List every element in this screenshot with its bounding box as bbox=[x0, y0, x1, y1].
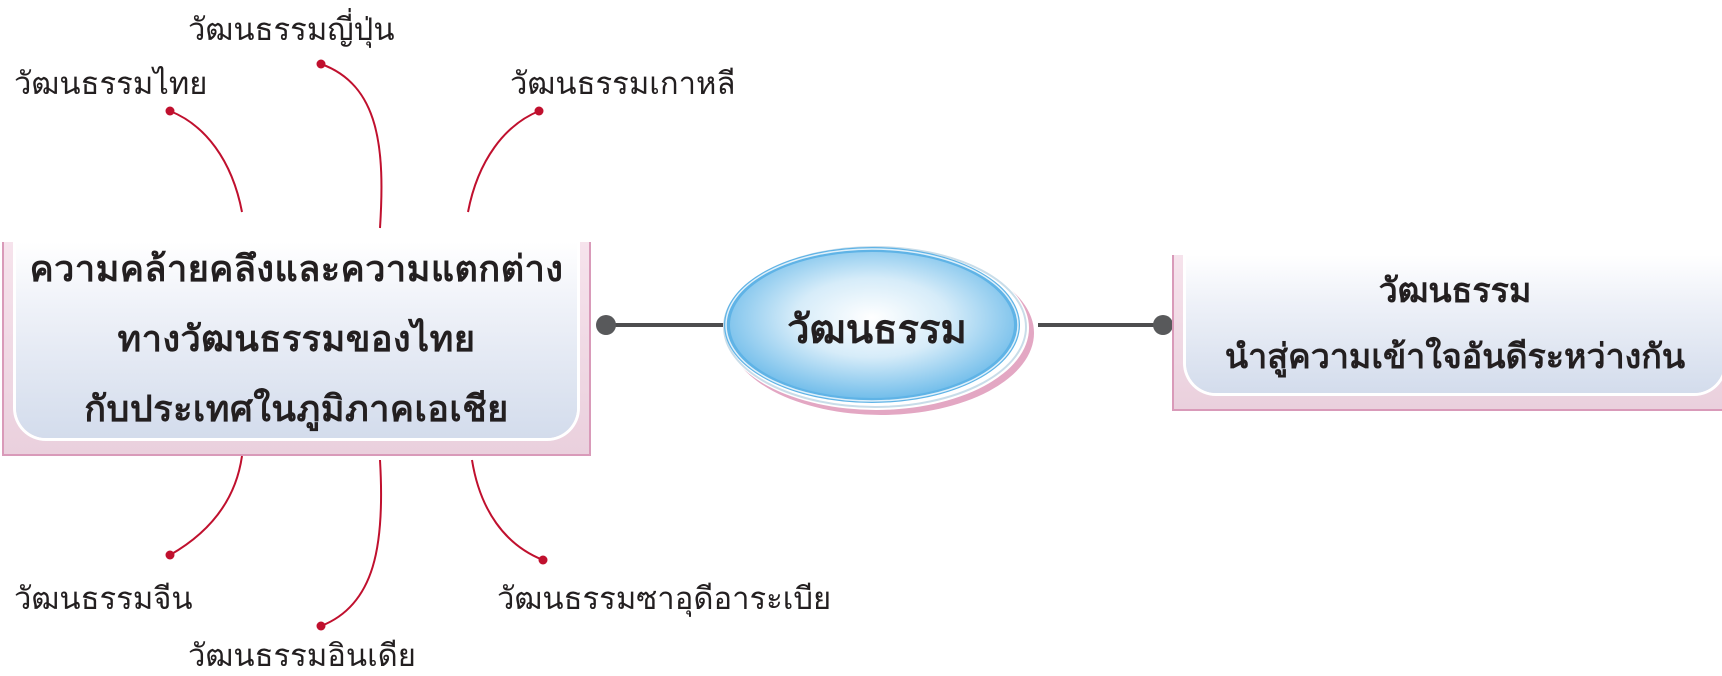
dot-saudi bbox=[538, 555, 548, 565]
dot-china bbox=[165, 550, 175, 560]
dot-thai bbox=[165, 106, 175, 116]
leaf-label-saudi: วัฒนธรรมซาอุดีอาระเบีย bbox=[497, 581, 832, 617]
right-topic-line-2: นำสู่ความเข้าใจอันดีระหว่างกัน bbox=[1224, 337, 1686, 377]
connector-korea bbox=[467, 110, 540, 213]
leaf-label-japan: วัฒนธรรมญี่ปุ่น bbox=[188, 12, 395, 48]
connector-saudi bbox=[471, 459, 544, 561]
left-topic-box-content: ความคล้ายคลึงและความแตกต่าง ทางวัฒนธรรมข… bbox=[16, 242, 577, 438]
right-topic-box: วัฒนธรรม นำสู่ความเข้าใจอันดีระหว่างกัน bbox=[1172, 255, 1722, 411]
dot-korea bbox=[534, 106, 544, 116]
right-topic-line-1: วัฒนธรรม bbox=[1378, 271, 1532, 311]
center-topic-label: วัฒนธรรม bbox=[722, 246, 1032, 412]
left-topic-line-1: ความคล้ายคลึงและความแตกต่าง bbox=[29, 249, 564, 290]
left-topic-line-3: กับประเทศในภูมิภาคเอเชีย bbox=[84, 389, 509, 430]
center-links bbox=[596, 315, 1173, 335]
leaf-label-korea: วัฒนธรรมเกาหลี bbox=[510, 66, 736, 102]
leaf-label-india: วัฒนธรรมอินเดีย bbox=[188, 638, 416, 674]
leaf-connector-dots bbox=[165, 59, 548, 631]
center-topic-text: วัฒนธรรม bbox=[787, 307, 967, 353]
left-topic-line-2: ทางวัฒนธรรมของไทย bbox=[117, 319, 476, 360]
leaf-label-china: วัฒนธรรมจีน bbox=[14, 581, 193, 617]
connector-japan bbox=[320, 63, 383, 229]
connector-thai bbox=[169, 110, 243, 213]
dot-india bbox=[316, 621, 326, 631]
leaf-label-thai: วัฒนธรรมไทย bbox=[14, 66, 208, 102]
leaf-connectors bbox=[169, 63, 544, 627]
center-ellipse-graphic bbox=[723, 246, 1034, 415]
link-dot-right bbox=[1153, 315, 1173, 335]
connector-china bbox=[169, 455, 243, 556]
link-dot-left bbox=[596, 315, 616, 335]
left-topic-box: ความคล้ายคลึงและความแตกต่าง ทางวัฒนธรรมข… bbox=[2, 242, 591, 456]
connector-india bbox=[320, 459, 383, 627]
right-topic-box-content: วัฒนธรรม นำสู่ความเข้าใจอันดีระหว่างกัน bbox=[1186, 255, 1722, 393]
dot-japan bbox=[316, 59, 326, 69]
